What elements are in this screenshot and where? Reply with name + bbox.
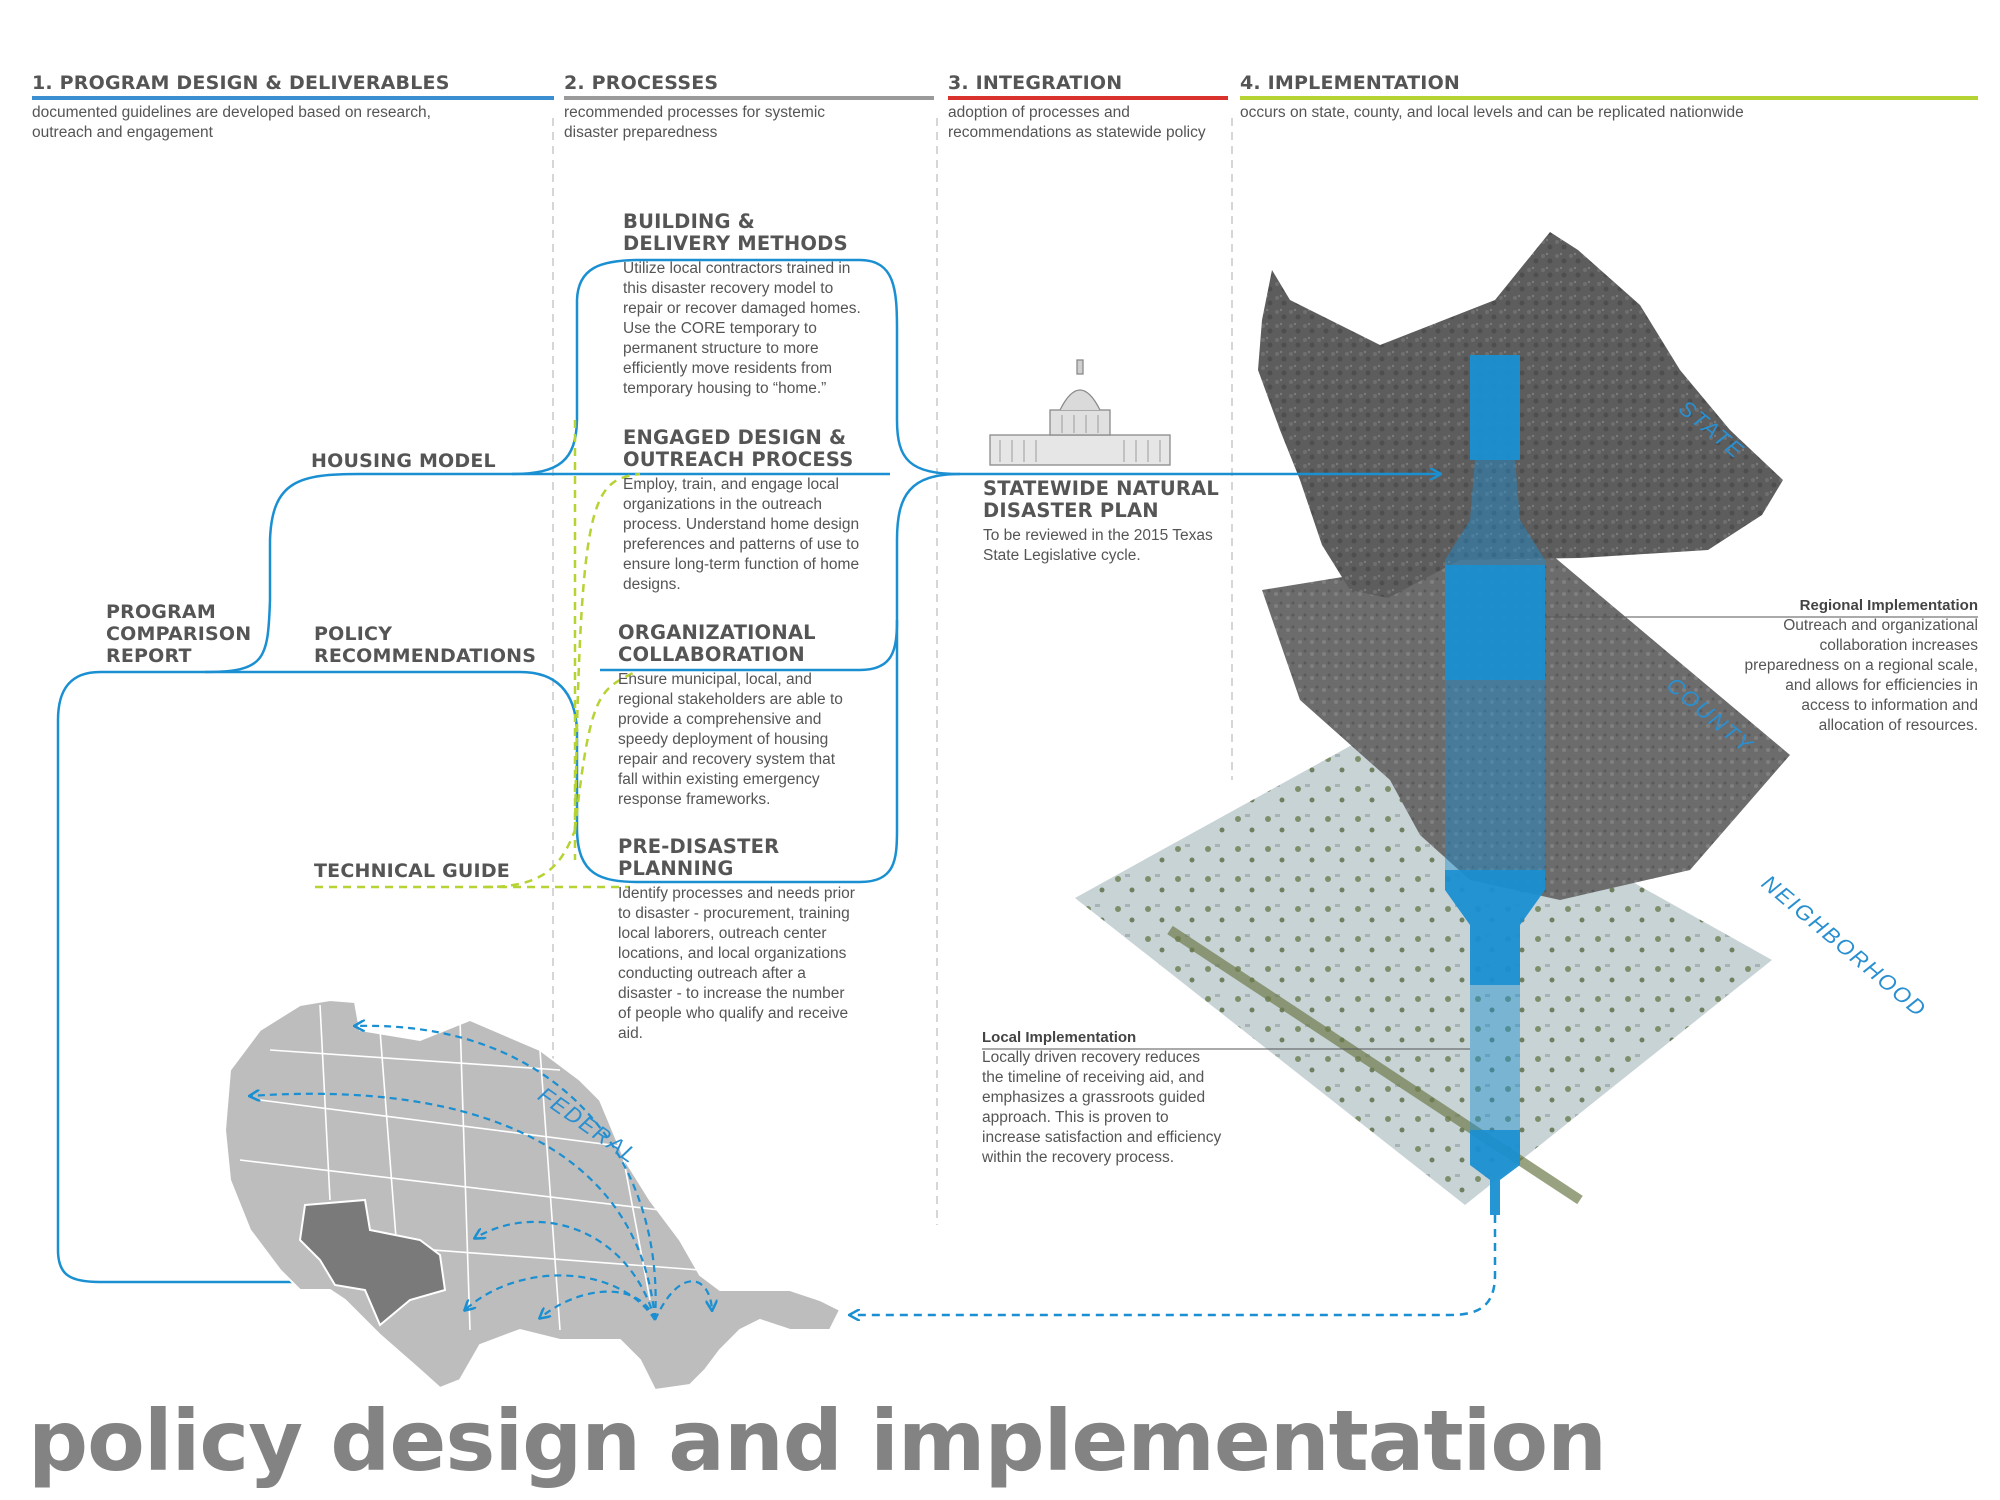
column-rule-program-design [32, 96, 554, 100]
process-organizational-collaboration: ORGANIZATIONAL COLLABORATION Ensure muni… [618, 622, 858, 810]
process-pre-disaster-planning: PRE-DISASTER PLANNING Identify processes… [618, 836, 858, 1044]
process-title: PRE-DISASTER PLANNING [618, 835, 780, 880]
regional-title: Regional Implementation [1799, 597, 1978, 614]
column-desc-implementation: occurs on state, county, and local level… [1240, 104, 1744, 121]
capitol-building-icon [989, 359, 1171, 466]
column-desc-program-design: documented guidelines are developed base… [32, 104, 431, 141]
county-layer [1262, 545, 1790, 900]
column-title-implementation: 4. IMPLEMENTATION [1240, 72, 1461, 94]
texas-highlight [298, 1198, 447, 1327]
process-title: ORGANIZATIONAL COLLABORATION [618, 621, 816, 666]
implementation-funnel [1445, 355, 1545, 1215]
regional-implementation-note: Regional Implementation Outreach and org… [1738, 596, 1978, 736]
program-comparison-label: PROGRAM COMPARISON REPORT [106, 601, 252, 667]
process-text: Ensure municipal, local, and regional st… [618, 671, 843, 808]
process-engaged-design: ENGAGED DESIGN & OUTREACH PROCESS Employ… [623, 427, 863, 595]
flow-lines [56, 258, 1440, 1284]
process-text: Utilize local contractors trained in thi… [623, 260, 861, 397]
integration-title: STATEWIDE NATURAL DISASTER PLAN [983, 477, 1220, 522]
housing-model-label: HOUSING MODEL [311, 450, 496, 472]
return-arrow [850, 1215, 1497, 1315]
regional-text: Outreach and organizational collaboratio… [1744, 617, 1978, 734]
statewide-disaster-plan: STATEWIDE NATURAL DISASTER PLAN To be re… [983, 478, 1223, 566]
us-map [223, 998, 842, 1392]
column-separators [552, 118, 1233, 1225]
neighborhood-layer [1075, 735, 1772, 1205]
column-title-integration: 3. INTEGRATION [948, 72, 1123, 94]
local-text: Locally driven recovery reduces the time… [982, 1049, 1222, 1166]
state-layer [1258, 232, 1783, 598]
process-text: Identify processes and needs prior to di… [618, 885, 855, 1042]
local-implementation-note: Local Implementation Locally driven reco… [982, 1028, 1222, 1168]
process-title: BUILDING & DELIVERY METHODS [623, 210, 848, 255]
column-rule-integration [948, 96, 1228, 100]
column-rule-implementation [1240, 96, 1978, 100]
column-rule-processes [564, 96, 934, 100]
column-title-processes: 2. PROCESSES [564, 72, 719, 94]
process-building-delivery: BUILDING & DELIVERY METHODS Utilize loca… [623, 211, 863, 399]
page-title: policy design and implementation [28, 1392, 1607, 1490]
technical-guide-links [315, 420, 641, 889]
integration-text: To be reviewed in the 2015 Texas State L… [983, 527, 1213, 564]
local-title: Local Implementation [982, 1029, 1137, 1046]
technical-guide-label: TECHNICAL GUIDE [314, 860, 510, 882]
column-desc-processes: recommended processes for systemic disas… [564, 104, 826, 141]
column-title-program-design: 1. PROGRAM DESIGN & DELIVERABLES [32, 72, 450, 94]
process-text: Employ, train, and engage local organiza… [623, 476, 860, 593]
policy-recommendations-label: POLICY RECOMMENDATIONS [314, 623, 537, 667]
column-desc-integration: adoption of processes and recommendation… [948, 104, 1206, 141]
federal-arcs [250, 1026, 712, 1321]
process-title: ENGAGED DESIGN & OUTREACH PROCESS [623, 426, 854, 471]
